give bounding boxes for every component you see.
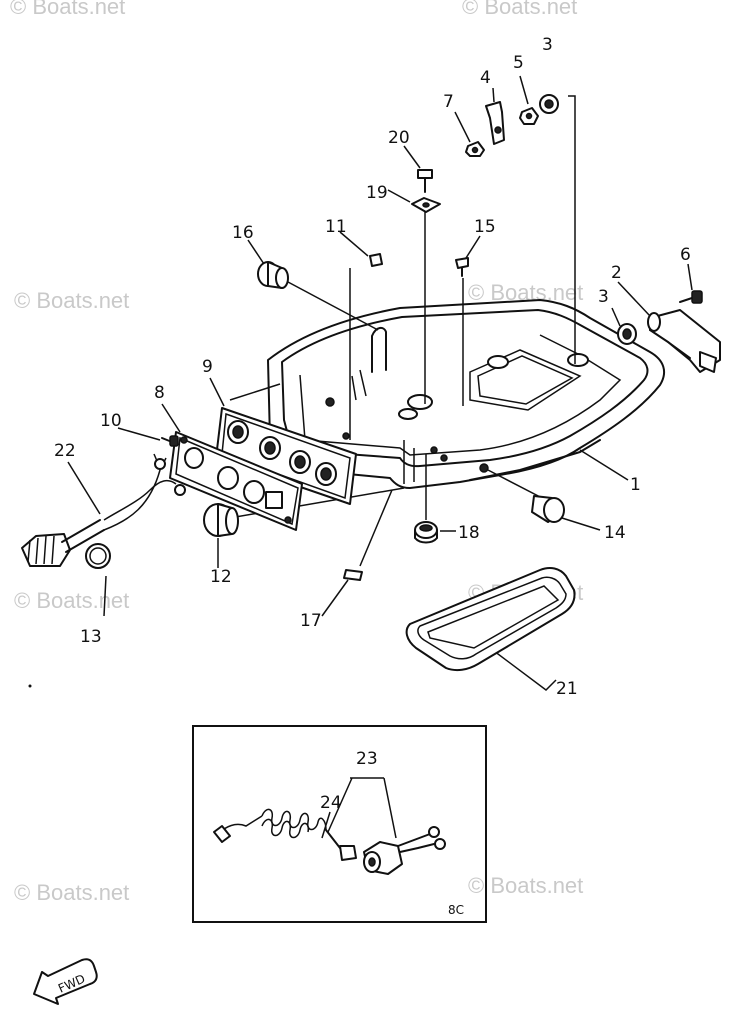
screw-part-15 — [455, 257, 469, 277]
plug-part-12 — [203, 503, 239, 537]
clip-part-4 — [485, 101, 505, 145]
plate-part-8 — [169, 431, 303, 531]
callout-leaders — [67, 75, 693, 617]
grommet-part-18 — [414, 521, 438, 544]
watermark: © Boats.net — [14, 288, 129, 313]
washer-part-3-top — [539, 94, 559, 114]
watermark: © Boats.net — [14, 588, 129, 613]
screw-part-11 — [369, 253, 383, 267]
callout-12: 12 — [210, 567, 232, 587]
grommet-part-3-right — [617, 323, 637, 345]
callout-9: 9 — [202, 357, 213, 377]
inset-code: 8C — [448, 903, 464, 917]
callout-4: 4 — [480, 68, 491, 88]
clip-part-17 — [343, 569, 363, 581]
screw-part-10 — [161, 435, 179, 447]
callout-1: 1 — [630, 475, 641, 495]
plug-part-14 — [531, 495, 565, 523]
callout-14: 14 — [604, 523, 626, 543]
leader-lines — [103, 95, 629, 691]
callout-6: 6 — [680, 245, 691, 265]
panel-part-9 — [215, 407, 357, 505]
callout-13: 13 — [80, 627, 102, 647]
watermark: © Boats.net — [462, 0, 577, 19]
seal-part-21 — [405, 567, 576, 672]
nut-part-7 — [465, 141, 485, 157]
callout-2: 2 — [611, 263, 622, 283]
collar-part-19 — [411, 197, 441, 213]
switch-part-22 — [21, 457, 186, 567]
callout-11: 11 — [325, 217, 347, 237]
callout-7: 7 — [443, 92, 454, 112]
fwd-arrow-icon: FWD — [33, 958, 98, 1005]
inset-box — [192, 725, 487, 923]
callout-10: 10 — [100, 411, 122, 431]
callout-15: 15 — [474, 217, 496, 237]
nut-part-5 — [519, 107, 539, 125]
callout-3: 3 — [542, 35, 553, 55]
bracket-part-2 — [647, 309, 721, 373]
watermark: © Boats.net — [10, 0, 125, 19]
plug-part-13 — [85, 543, 111, 569]
callout-17: 17 — [300, 611, 322, 631]
grommet-part-16 — [257, 261, 289, 289]
callout-20: 20 — [388, 128, 410, 148]
callouts: 1 2 3 3 4 5 6 7 8 9 10 11 12 13 14 15 16… — [54, 35, 691, 813]
callout-5: 5 — [513, 53, 524, 73]
callout-18: 18 — [458, 523, 480, 543]
callout-24: 24 — [320, 793, 342, 813]
callout-21: 21 — [556, 679, 578, 699]
callout-16: 16 — [232, 223, 254, 243]
watermark: © Boats.net — [468, 873, 583, 898]
callout-8: 8 — [154, 383, 165, 403]
callout-22: 22 — [54, 441, 76, 461]
watermark: © Boats.net — [14, 880, 129, 905]
callout-23: 23 — [356, 749, 378, 769]
bottom-cowling-part-1 — [267, 299, 666, 489]
screw-part-6 — [679, 290, 703, 304]
callout-3: 3 — [598, 287, 609, 307]
dot — [28, 684, 32, 688]
bolt-part-20 — [417, 169, 433, 193]
callout-19: 19 — [366, 183, 388, 203]
